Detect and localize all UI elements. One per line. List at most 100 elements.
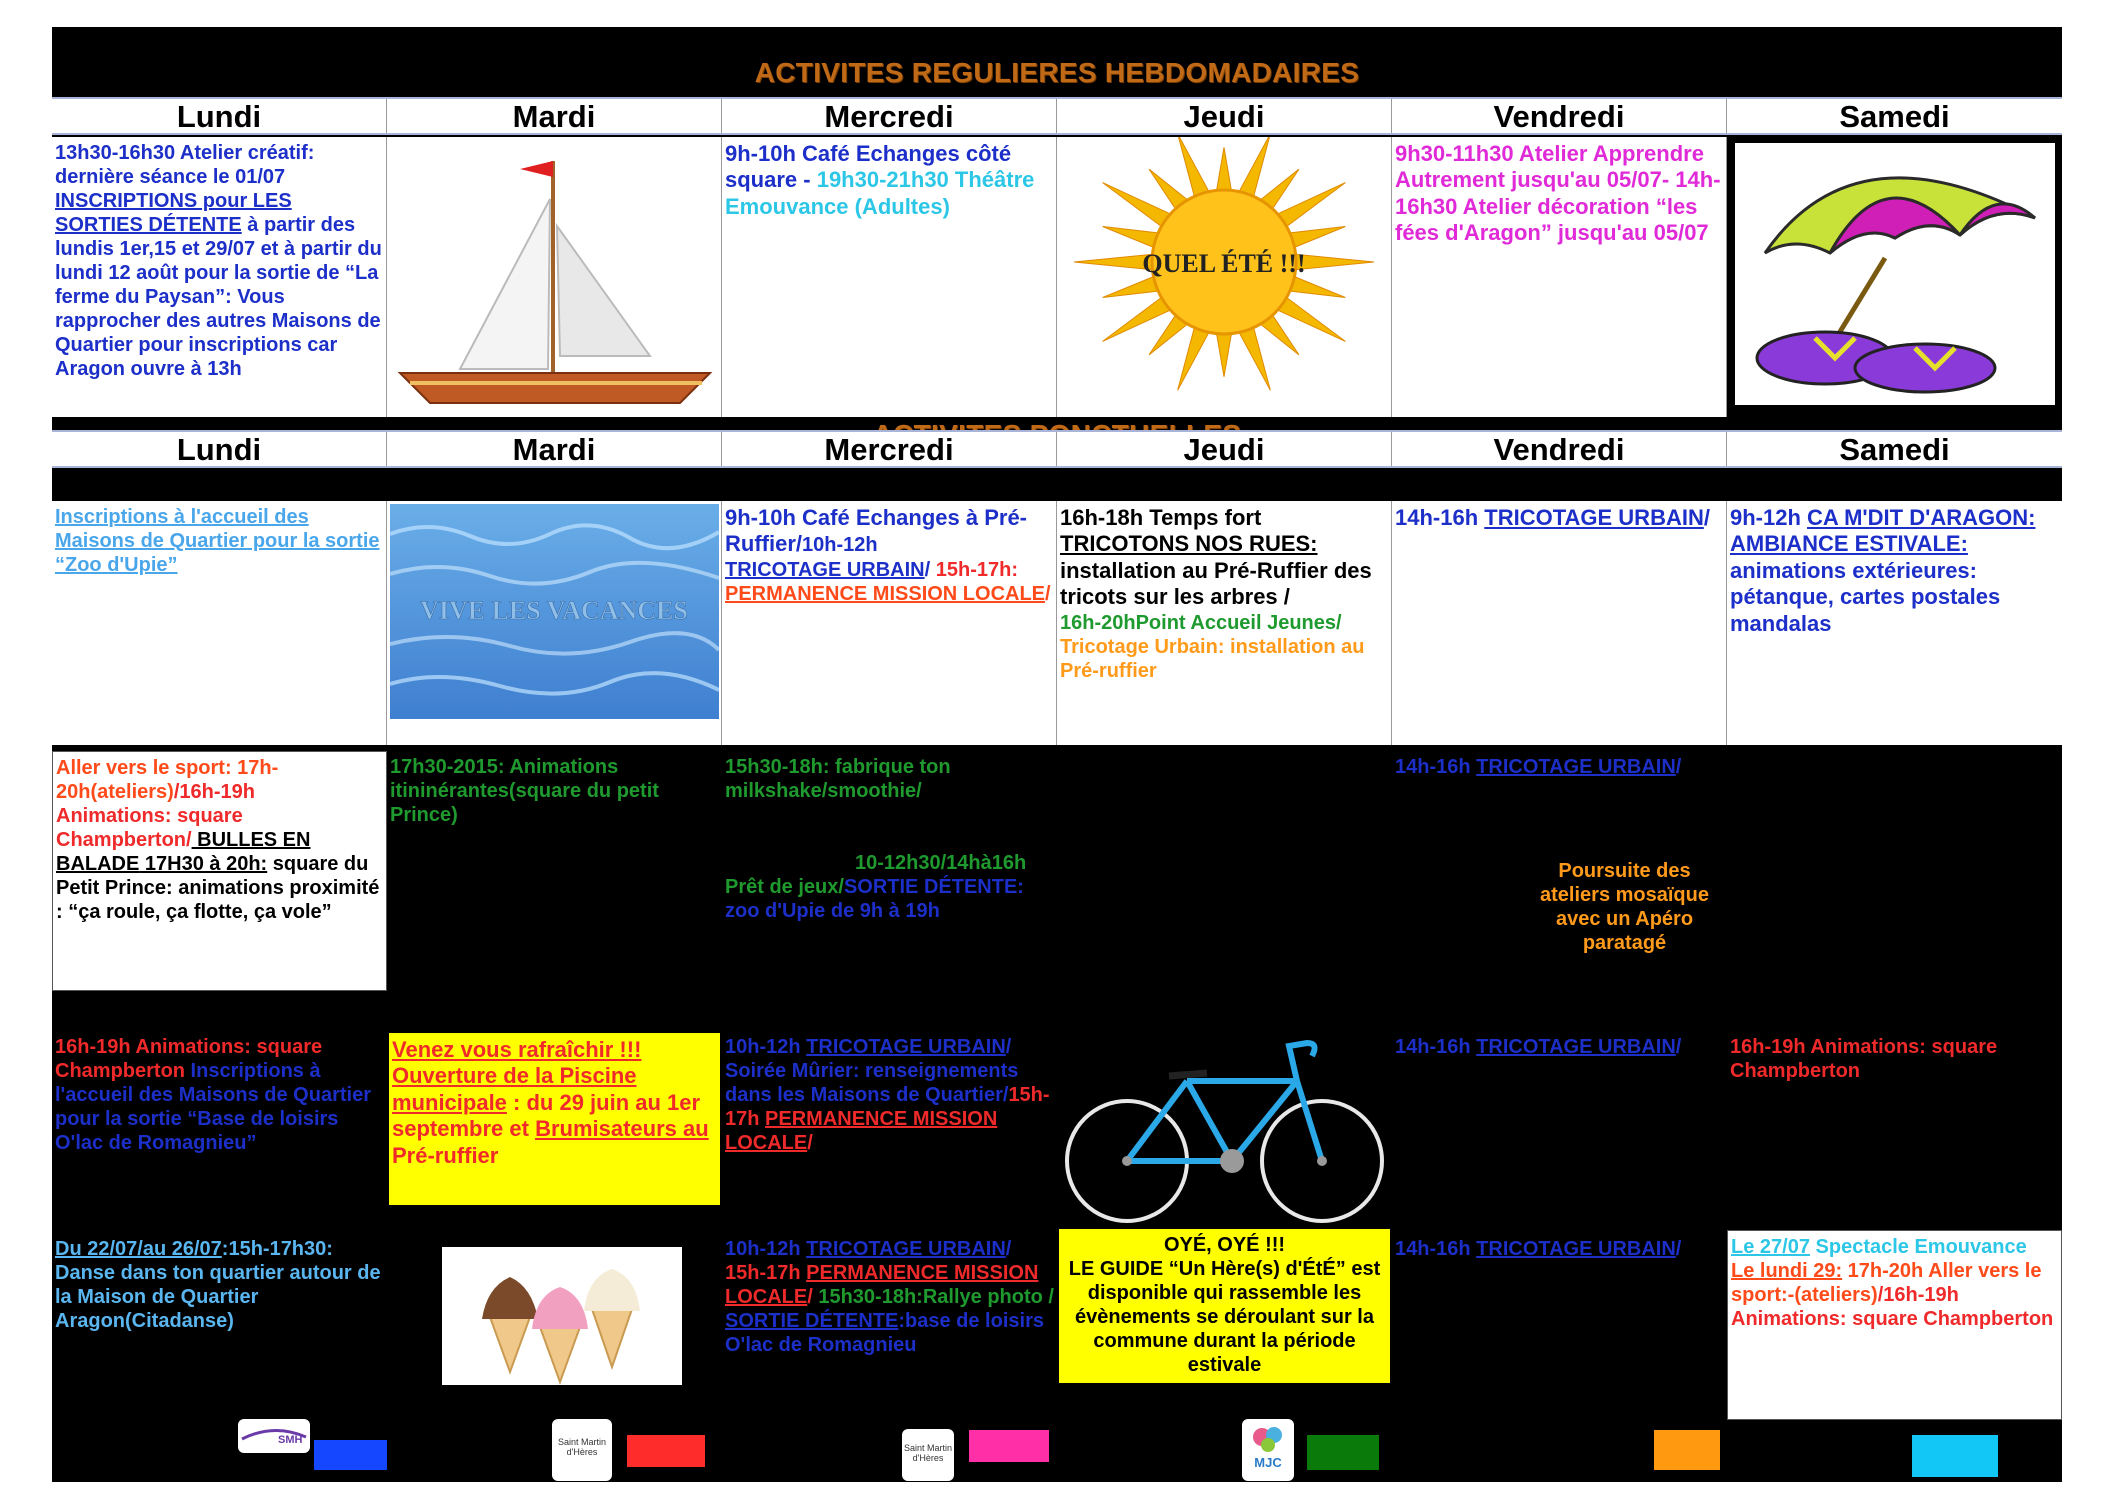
tricotage-urbain-link[interactable]: TRICOTAGE URBAIN — [806, 1036, 1006, 1058]
zoo-upie-inscriptions-link[interactable]: Inscriptions à l'accueil des Maisons de … — [55, 506, 380, 576]
punctual2-vendredi: 14h-16h TRICOTAGE URBAIN/ Poursuite des … — [1392, 751, 1727, 991]
punctual3-lundi: 16h-19h Animations: square Champberton I… — [52, 1031, 387, 1211]
weekly-lundi: 13h30-16h30 Atelier créatif: dernière sé… — [52, 137, 387, 417]
sun-text: QUEL ÉTÉ !!! — [1142, 249, 1305, 278]
time-text: /16h-19h — [173, 781, 255, 803]
animations-text: animations extérieures: pétanque, cartes… — [1730, 557, 2001, 636]
vive-les-vacances-text: VIVE LES VACANCES — [420, 596, 688, 625]
tricotage-installation-text: Tricotage Urbain: installation au Pré-ru… — [1060, 635, 1365, 682]
calendar-sheet: ACTIVITES REGULIERES HEBDOMADAIRES Lundi… — [52, 27, 2062, 1482]
logo-smh-text: SMH — [278, 1434, 303, 1446]
punctual3-samedi: 16h-19h Animations: square Champberton — [1730, 1036, 1998, 1082]
tricotage-urbain-link[interactable]: TRICOTAGE URBAIN — [725, 558, 925, 581]
tricotage-urbain-link[interactable]: TRICOTAGE URBAIN — [806, 1238, 1006, 1260]
temps-fort-text: 16h-18h Temps fort — [1060, 505, 1262, 530]
square-petit-prince-text: square du Petit Prince: animations proxi… — [56, 853, 380, 923]
separator-text: / — [924, 558, 936, 581]
separator-text: / — [1675, 1238, 1682, 1260]
weekly-mardi — [387, 137, 722, 417]
day-header-row-weekly: Lundi Mardi Mercredi Jeudi Vendredi Same… — [52, 97, 2062, 135]
day-header-row-punctual: Lundi Mardi Mercredi Jeudi Vendredi Same… — [52, 430, 2062, 468]
day-mardi: Mardi — [387, 432, 722, 467]
logo-smh: SMH — [238, 1419, 310, 1453]
citadanse-text: :15h-17h30: Danse dans ton quartier auto… — [55, 1238, 381, 1332]
day-jeudi: Jeudi — [1057, 99, 1392, 134]
day-mercredi: Mercredi — [722, 432, 1057, 467]
legend-color-orange — [1654, 1430, 1720, 1470]
sortie-detente-text: SORTIE DÉTENTE: — [843, 876, 1024, 898]
day-mardi: Mardi — [387, 99, 722, 134]
animations-text: /16h-19h Animations: square Champberton — [1731, 1284, 2054, 1330]
punctual3-mercredi: 10h-12h TRICOTAGE URBAIN/ Soirée Mûrier:… — [722, 1031, 1057, 1211]
tricotage-urbain-link[interactable]: TRICOTAGE URBAIN — [1476, 1238, 1676, 1260]
time-text: 10h-12h — [725, 1036, 807, 1058]
punctual4-mardi — [442, 1247, 682, 1385]
mission-locale-link[interactable]: PERMANENCE MISSION LOCALE — [725, 1262, 1039, 1308]
day-jeudi: Jeudi — [1057, 432, 1392, 467]
day-lundi: Lundi — [52, 99, 387, 134]
time-text: 15h-17h: — [935, 558, 1018, 581]
pool-water-image: VIVE LES VACANCES — [389, 504, 721, 719]
venez-vous-rafraichir-text: Venez vous rafraîchir !!! — [392, 1037, 642, 1062]
separator-text: / — [807, 1132, 813, 1154]
mission-locale-link[interactable]: PERMANENCE MISSION LOCALE — [725, 582, 1046, 605]
punctual4-vendredi: 14h-16h TRICOTAGE URBAIN/ — [1392, 1233, 1727, 1353]
weekly-lundi-text1: 13h30-16h30 Atelier créatif: dernière sé… — [55, 142, 315, 188]
separator-text: / — [1045, 582, 1051, 605]
time-text: 14h-16h — [1395, 505, 1485, 530]
sortie-detente-link[interactable]: SORTIE DÉTENTE — [725, 1310, 899, 1332]
sun-ray — [1215, 329, 1233, 377]
piscine-link[interactable]: Ouverture de la Piscine municipale — [392, 1063, 637, 1115]
day-mercredi: Mercredi — [722, 99, 1057, 134]
time-text: 9h-12h — [1730, 505, 1808, 530]
punctual2-mardi: 17h30-2015: Animations itininérantes(squ… — [390, 756, 659, 826]
tricotage-urbain-link[interactable]: TRICOTAGE URBAIN — [1476, 1036, 1676, 1058]
logo-saint-martin-1: Saint Martin d'Hères — [552, 1419, 612, 1481]
separator-text: / — [1005, 1238, 1012, 1260]
soiree-murier-text: / Soirée Mûrier: renseignements dans les… — [725, 1036, 1019, 1106]
weekly-vendredi-text1: 9h30-11h30 Atelier Apprendre Autrement j… — [1395, 141, 1704, 193]
point-accueil-jeunes-text: 16h-20hPoint Accueil Jeunes/ — [1060, 611, 1342, 634]
day-samedi: Samedi — [1839, 432, 1950, 467]
time-text: 15h-17h — [725, 1262, 807, 1284]
tricotage-urbain-link[interactable]: TRICOTAGE URBAIN — [1484, 505, 1704, 530]
date-link[interactable]: Le 27/07 — [1731, 1236, 1810, 1258]
cafe-echanges-text: 9h-10h Café Echanges à Pré-Ruffier/ — [725, 505, 1028, 557]
mosaique-text-wrap: Poursuite des ateliers mosaïque avec un … — [1395, 859, 1724, 955]
logo-mjc: MJC — [1242, 1419, 1294, 1481]
day-vendredi: Vendredi — [1392, 432, 1727, 467]
logo-saint-martin-2-text: Saint Martin d'Hères — [903, 1443, 953, 1463]
ambiance-estivale-link[interactable]: CA M'DIT D'ARAGON: AMBIANCE ESTIVALE: — [1730, 505, 2036, 557]
punctual3-vendredi: 14h-16h TRICOTAGE URBAIN/ — [1392, 1031, 1727, 1151]
brumisateurs-link[interactable]: Brumisateurs au — [535, 1116, 709, 1142]
lundi-29-link[interactable]: Le lundi 29: — [1731, 1260, 1843, 1282]
pre-ruffier-text: Pré-ruffier — [392, 1142, 499, 1168]
banner-weekly: ACTIVITES REGULIERES HEBDOMADAIRES — [754, 57, 1360, 88]
oye-text: OYÉ, OYÉ !!! — [1163, 1234, 1286, 1256]
separator-text: / — [1703, 505, 1710, 530]
time-text: 10h-12h — [802, 534, 878, 557]
ice-cream-image — [482, 1269, 640, 1385]
sun-ray — [1177, 323, 1212, 391]
weekly-mercredi-text2: 19h30-21h30 Théâtre Emouvance (Adultes) — [725, 167, 1035, 219]
punctual4-mercredi: 10h-12h TRICOTAGE URBAIN/ 15h-17h PERMAN… — [722, 1233, 1057, 1413]
spectacle-emouvance-text: Spectacle Emouvance — [1809, 1236, 2027, 1258]
bulles-en-balade-link[interactable]: BULLES EN BALADE — [56, 829, 311, 875]
inscriptions-olac-text: Inscriptions à l'accueil des Maisons de … — [55, 1060, 371, 1154]
legend-color-red — [627, 1435, 705, 1467]
sun-image: QUEL ÉTÉ !!! — [1073, 137, 1375, 391]
time-text: 10h-12h — [725, 1238, 807, 1260]
punctual3-jeudi — [1057, 1031, 1392, 1231]
piscine-dates-text: : du 29 juin au 1er septembre et — [392, 1089, 701, 1142]
weekly-vendredi: 9h30-11h30 Atelier Apprendre Autrement j… — [1392, 137, 1727, 417]
citadanse-dates-link[interactable]: Du 22/07/au 26/07 — [55, 1238, 222, 1260]
mission-locale-link[interactable]: PERMANENCE MISSION LOCALE — [725, 1108, 998, 1154]
punctual1-samedi: 9h-12h CA M'DIT D'ARAGON: AMBIANCE ESTIV… — [1727, 501, 2062, 745]
aller-vers-le-sport-text: 17h-20h Aller vers le sport:-(ateliers) — [1731, 1260, 2042, 1306]
weekly-lundi-inscriptions-link[interactable]: INSCRIPTIONS pour LES SORTIES DÉTENTE — [55, 190, 292, 236]
tricotons-nos-rues-link[interactable]: TRICOTONS NOS RUES: — [1060, 531, 1318, 557]
pret-de-jeux-text: Prêt de jeux/ — [725, 876, 844, 898]
tricotage-urbain-link[interactable]: TRICOTAGE URBAIN — [1476, 756, 1676, 778]
installation-text: installation au Pré-Ruffier des tricots … — [1060, 557, 1372, 610]
day-vendredi: Vendredi — [1392, 99, 1727, 134]
